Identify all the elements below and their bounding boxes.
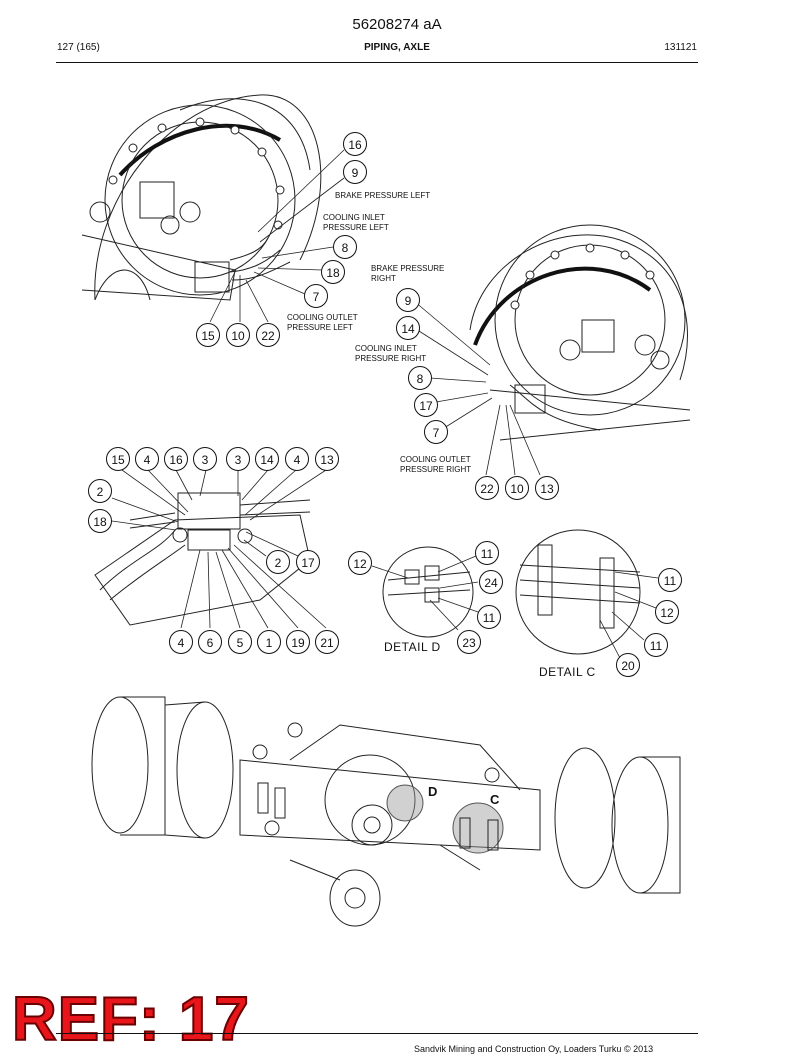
callout-12-detail-c: 12 [655, 600, 679, 624]
callout-20: 20 [616, 653, 640, 677]
right-hub-view [469, 224, 691, 441]
valve-block-view [94, 492, 311, 626]
callout-6: 6 [198, 630, 222, 654]
header-rule [56, 62, 698, 63]
callout-4-valve-bottom: 4 [169, 630, 193, 654]
detail-c-view [515, 529, 641, 655]
callout-3-valve-a: 3 [193, 447, 217, 471]
callout-7: 7 [304, 284, 328, 308]
ref-stamp: REF: 17 [11, 984, 250, 1055]
callout-9-right: 9 [396, 288, 420, 312]
page-number: 127 (165) [57, 42, 100, 53]
callout-11-detail-d-b: 11 [477, 605, 501, 629]
callout-21: 21 [315, 630, 339, 654]
callout-2-right: 2 [266, 550, 290, 574]
lug-nuts [89, 201, 201, 235]
callout-12-detail-d: 12 [348, 551, 372, 575]
label-brake-pressure-right: BRAKE PRESSURE RIGHT [371, 264, 445, 283]
label-cooling-inlet-right: COOLING INLET PRESSURE RIGHT [355, 344, 427, 363]
label-brake-pressure-left: BRAKE PRESSURE LEFT [335, 191, 431, 200]
callout-7-right: 7 [424, 420, 448, 444]
callout-17: 17 [414, 393, 438, 417]
label-cooling-inlet-left: COOLING INLET PRESSURE LEFT [323, 213, 389, 232]
callout-11-detail-c-a: 11 [658, 568, 682, 592]
callout-18: 18 [321, 260, 345, 284]
section-title: PIPING, AXLE [364, 42, 430, 53]
callout-14: 14 [396, 316, 420, 340]
callout-22: 22 [256, 323, 280, 347]
callout-10: 10 [226, 323, 250, 347]
callout-11-detail-c-b: 11 [644, 633, 668, 657]
revision-date: 131121 [664, 42, 697, 53]
detail-d-view [382, 546, 474, 638]
callout-16: 16 [343, 132, 367, 156]
detail-c-label: DETAIL C [539, 665, 596, 679]
detail-d-label: DETAIL D [384, 640, 441, 654]
callout-13-right: 13 [535, 476, 559, 500]
hub-bolt-ring [108, 117, 285, 230]
leader-lines [111, 149, 659, 659]
callout-19: 19 [286, 630, 310, 654]
callout-23: 23 [457, 630, 481, 654]
callout-4-valve-top-b: 4 [285, 447, 309, 471]
callout-15: 15 [196, 323, 220, 347]
callout-1: 1 [257, 630, 281, 654]
callout-18-valve: 18 [88, 509, 112, 533]
callout-9: 9 [343, 160, 367, 184]
callout-8: 8 [333, 235, 357, 259]
callout-8-right: 8 [408, 366, 432, 390]
label-cooling-outlet-right: COOLING OUTLET PRESSURE RIGHT [400, 455, 472, 474]
callout-2-left: 2 [88, 479, 112, 503]
callout-15-valve: 15 [106, 447, 130, 471]
callout-11-detail-d-a: 11 [475, 541, 499, 565]
callout-22-right: 22 [475, 476, 499, 500]
callout-4-valve-top: 4 [135, 447, 159, 471]
callout-17-valve: 17 [296, 550, 320, 574]
detail-marker-d: D [428, 784, 438, 799]
left-hub-view [81, 94, 322, 301]
full-axle-view [91, 696, 681, 927]
footer-text: Sandvik Mining and Construction Oy, Load… [414, 1044, 654, 1054]
detail-marker-c: C [490, 792, 500, 807]
callout-24: 24 [479, 570, 503, 594]
label-cooling-outlet-left: COOLING OUTLET PRESSURE LEFT [287, 313, 358, 332]
callout-16-valve: 16 [164, 447, 188, 471]
callout-10-right: 10 [505, 476, 529, 500]
callout-5: 5 [228, 630, 252, 654]
callout-13-valve: 13 [315, 447, 339, 471]
hub-bolt-ring-right [510, 243, 655, 310]
callout-14-valve: 14 [255, 447, 279, 471]
callout-3-valve-b: 3 [226, 447, 250, 471]
document-title: 56208274 aA [352, 16, 442, 33]
footer-rule [56, 1033, 698, 1034]
